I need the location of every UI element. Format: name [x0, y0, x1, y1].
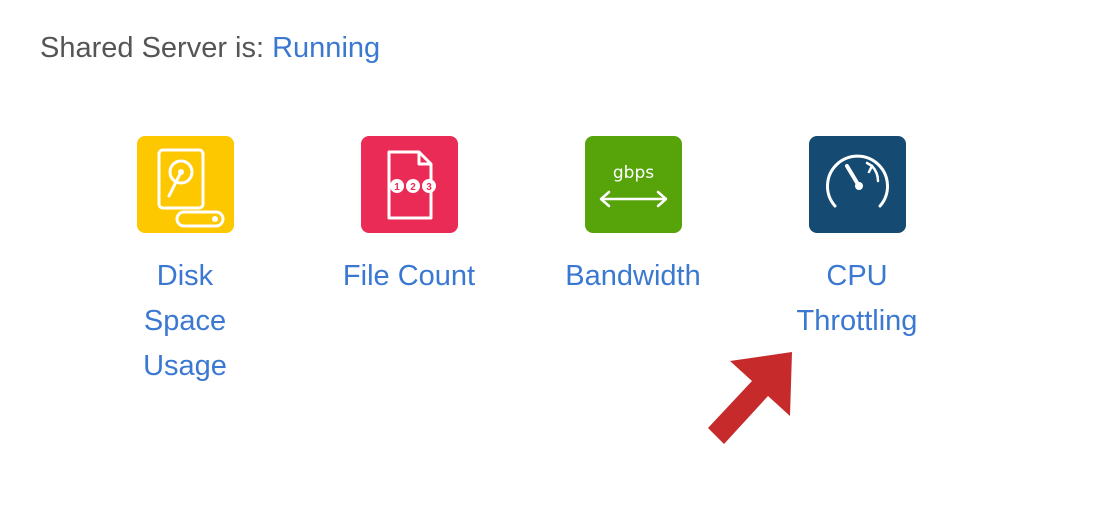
hard-drive-icon[interactable]	[136, 136, 234, 233]
svg-text:1: 1	[394, 182, 400, 193]
cpu-throttling-label[interactable]: CPU Throttling	[796, 260, 918, 337]
svg-text:2: 2	[410, 182, 416, 193]
server-status-value: Running	[272, 32, 381, 64]
speedometer-icon[interactable]	[808, 136, 906, 233]
bandwidth-label[interactable]: Bandwidth	[565, 260, 701, 292]
bandwidth-icon[interactable]: gbps	[584, 136, 682, 233]
disk-space-usage-label[interactable]: Disk Space Usage	[143, 260, 227, 382]
bandwidth-icon-text: gbps	[612, 163, 653, 183]
red-arrow-icon	[708, 352, 792, 444]
server-status-prefix: Shared Server is:	[40, 32, 273, 64]
file-count-icon[interactable]: 1 2 3	[360, 136, 458, 233]
server-status: Shared Server is: Running	[40, 32, 380, 65]
file-count-link[interactable]: 1 2 3 File Count	[299, 136, 519, 299]
file-count-label[interactable]: File Count	[342, 260, 476, 292]
bandwidth-link[interactable]: gbps Bandwidth	[523, 136, 743, 299]
disk-space-usage-link[interactable]: Disk Space Usage	[75, 136, 295, 389]
cpu-throttling-link[interactable]: CPU Throttling	[747, 136, 967, 344]
svg-text:3: 3	[426, 182, 432, 193]
